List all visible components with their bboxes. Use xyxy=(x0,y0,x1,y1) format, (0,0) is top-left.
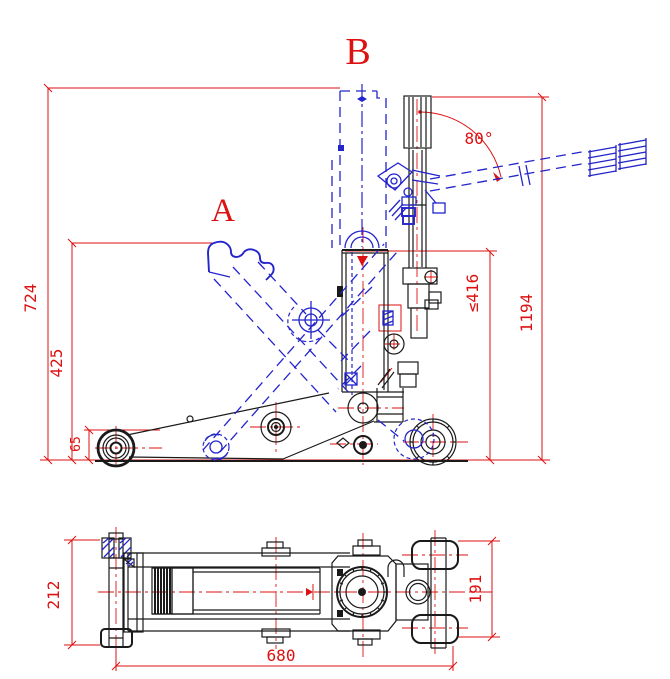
side-view-body xyxy=(95,95,468,468)
dim-label-724: 724 xyxy=(21,284,40,313)
dim-label-416: ≤416 xyxy=(463,274,482,313)
side-view: B A 724 425 65 ≤416 1194 80° xyxy=(21,31,647,468)
dim-label-80deg: 80° xyxy=(465,129,494,148)
dim-label-680: 680 xyxy=(267,646,296,665)
dim-label-212: 212 xyxy=(44,581,63,610)
dim-label-65: 65 xyxy=(69,436,84,452)
bottom-view: 212 191 680 xyxy=(44,527,500,671)
side-view-labels: B A 724 425 65 ≤416 1194 80° xyxy=(21,31,536,452)
view-label-b: B xyxy=(345,31,370,73)
view-label-a: A xyxy=(211,193,235,229)
dim-label-1194: 1194 xyxy=(517,294,536,333)
bottom-view-body xyxy=(100,532,459,649)
side-view-raised-position xyxy=(202,84,647,461)
bottom-view-labels: 212 191 680 xyxy=(44,575,485,665)
dim-label-191: 191 xyxy=(466,575,485,604)
dim-label-425: 425 xyxy=(47,349,66,378)
